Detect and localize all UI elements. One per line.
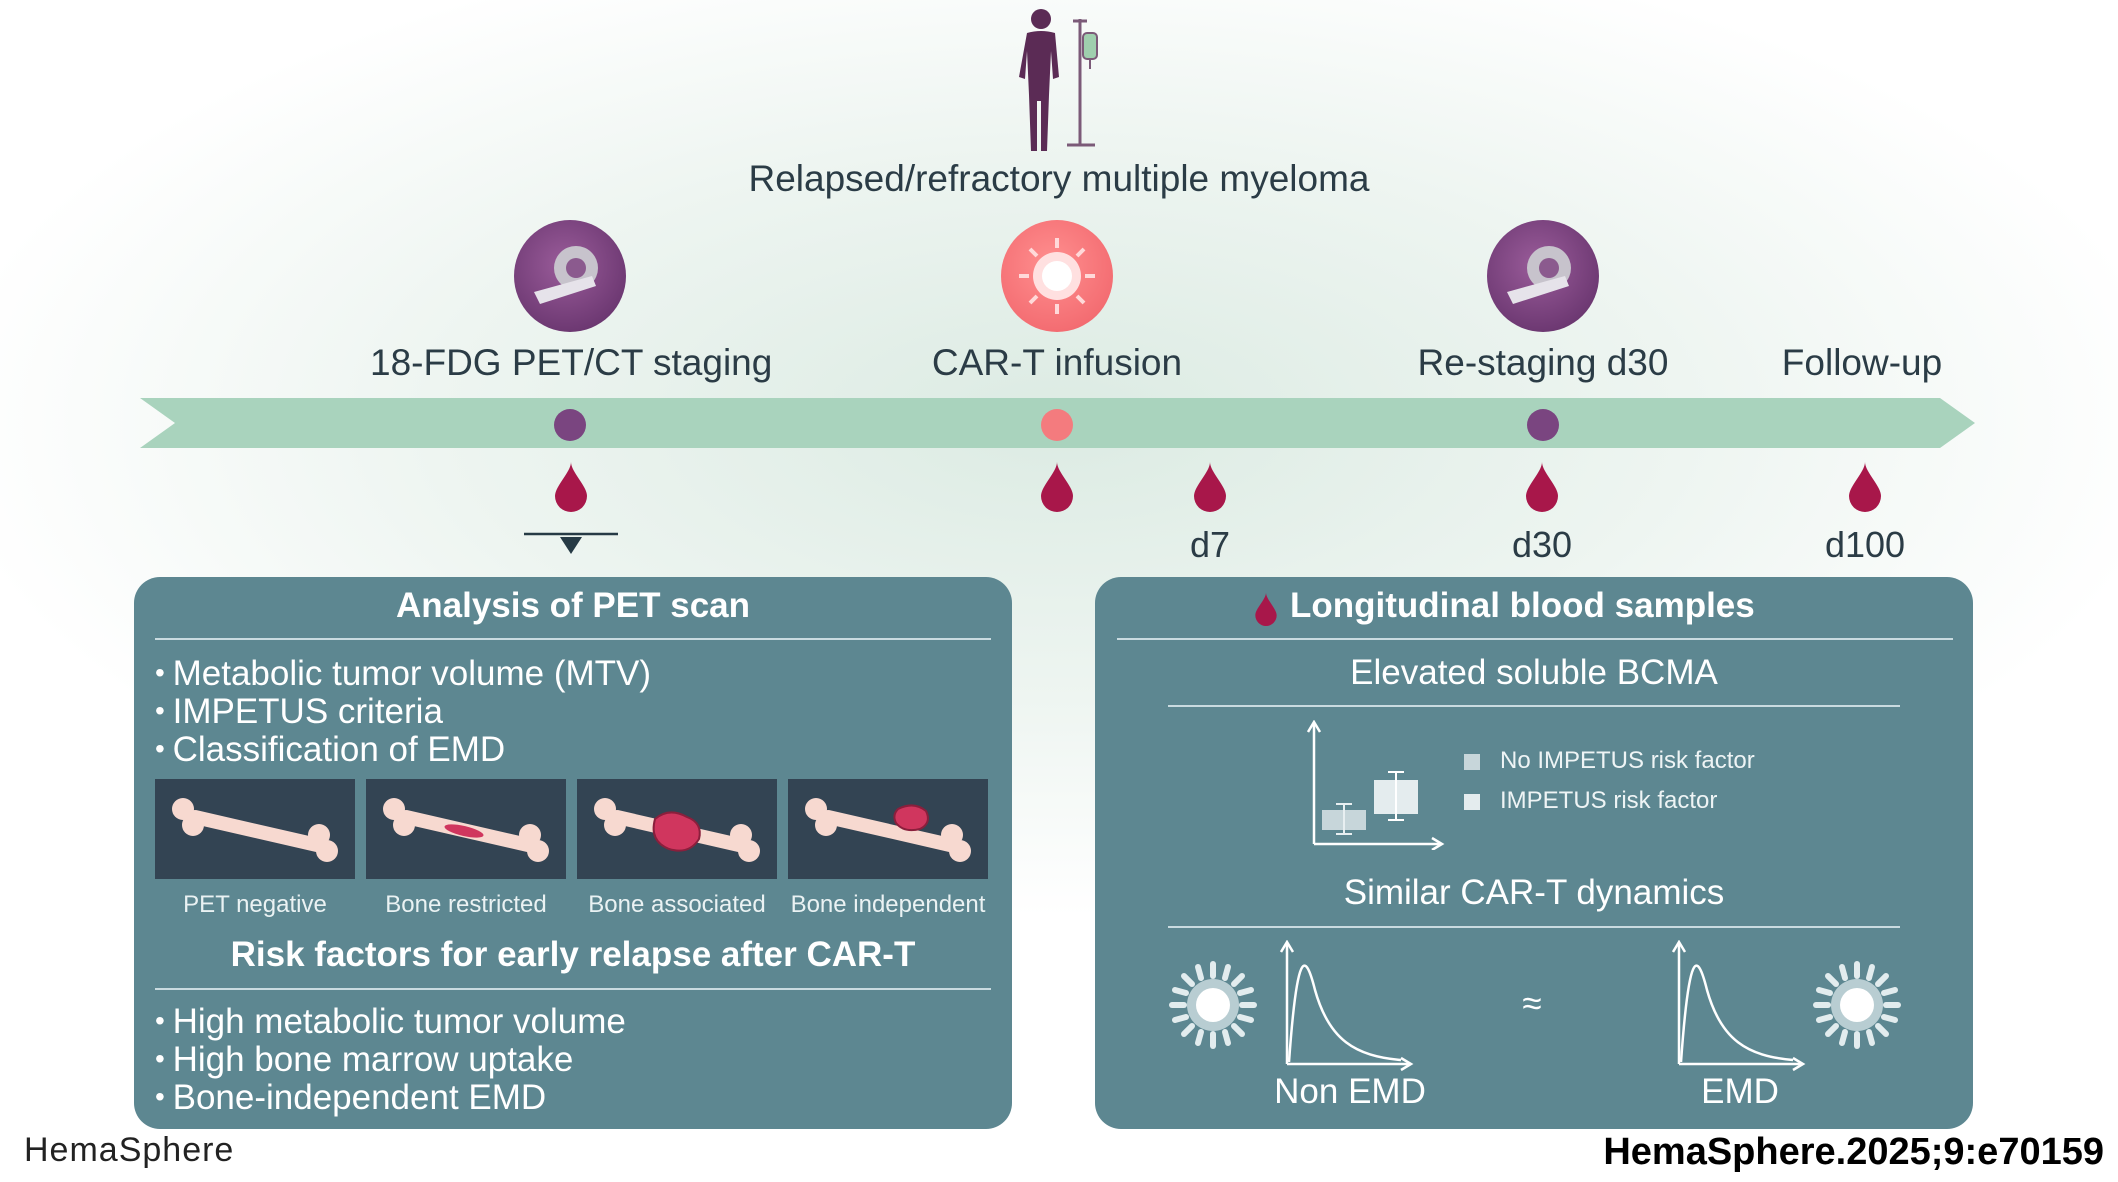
timeline-marker-infusion xyxy=(1041,409,1073,441)
divider xyxy=(1168,705,1900,707)
thumb-bone-associated xyxy=(577,779,777,879)
pet-scanner-icon xyxy=(1487,220,1599,332)
kinetics-curve-non-emd xyxy=(1279,940,1414,1072)
divider xyxy=(155,638,991,640)
divider xyxy=(1117,638,1953,640)
risk-bullet: High bone marrow uptake xyxy=(155,1040,975,1078)
stage-label-follow-up: Follow-up xyxy=(1781,342,1943,383)
legend-swatch-risk xyxy=(1464,794,1480,810)
car-t-cell-icon xyxy=(1169,961,1257,1049)
page-title: Relapsed/refractory multiple myeloma xyxy=(748,158,1370,199)
blood-drop-icon xyxy=(555,462,587,512)
thumb-pet-negative xyxy=(155,779,355,879)
thumb-caption: Bone independent xyxy=(790,891,986,918)
approx-symbol: ≈ xyxy=(1522,984,1542,1023)
bcma-heading: Elevated soluble BCMA xyxy=(1350,653,1718,692)
day-label-d7: d7 xyxy=(1189,524,1231,565)
non-emd-label: Non EMD xyxy=(1274,1072,1426,1111)
risk-bullet: Bone-independent EMD xyxy=(155,1078,975,1116)
day-label-d30: d30 xyxy=(1511,524,1573,565)
timeline-marker-restaging xyxy=(1527,409,1559,441)
thumb-caption: PET negative xyxy=(183,891,327,918)
citation: HemaSphere.2025;9:e70159 xyxy=(1603,1131,2104,1173)
risk-heading: Risk factors for early relapse after CAR… xyxy=(230,935,916,974)
timeline-marker-staging xyxy=(554,409,586,441)
car-t-cell-icon xyxy=(1813,961,1901,1049)
stage-label-infusion: CAR-T infusion xyxy=(931,342,1183,383)
day-label-d100: d100 xyxy=(1824,524,1906,565)
pet-bullet: Classification of EMD xyxy=(155,730,975,768)
emd-label: EMD xyxy=(1701,1072,1779,1111)
thumb-caption: Bone restricted xyxy=(385,891,547,918)
divider xyxy=(155,988,991,990)
blood-panel-heading: Longitudinal blood samples xyxy=(1290,586,1755,625)
dynamics-heading: Similar CAR-T dynamics xyxy=(1343,873,1725,912)
thumb-bone-restricted xyxy=(366,779,566,879)
risk-bullet-list: High metabolic tumor volume High bone ma… xyxy=(155,1002,975,1116)
blood-drop-icon xyxy=(1526,462,1558,512)
stage-label-restaging: Re-staging d30 xyxy=(1417,342,1669,383)
legend-label-no-risk: No IMPETUS risk factor xyxy=(1500,747,1755,774)
pet-scanner-icon xyxy=(514,220,626,332)
pointer-down-icon xyxy=(524,532,618,554)
pet-bullet: IMPETUS criteria xyxy=(155,692,975,730)
pet-bullet-list: Metabolic tumor volume (MTV) IMPETUS cri… xyxy=(155,654,975,768)
stage-label-staging: 18-FDG PET/CT staging xyxy=(370,342,773,383)
bcma-boxplot xyxy=(1306,720,1445,850)
risk-bullet: High metabolic tumor volume xyxy=(155,1002,975,1040)
legend-label-risk: IMPETUS risk factor xyxy=(1500,787,1718,814)
blood-drop-icon xyxy=(1194,462,1226,512)
car-t-cell-icon xyxy=(1001,220,1113,332)
thumb-caption: Bone associated xyxy=(588,891,766,918)
patient-iv-icon xyxy=(1019,9,1098,151)
pet-bullet: Metabolic tumor volume (MTV) xyxy=(155,654,975,692)
divider xyxy=(1168,926,1900,928)
blood-drop-icon xyxy=(1041,462,1073,512)
blood-samples-panel xyxy=(1095,577,1973,1129)
blood-drop-icon xyxy=(1255,592,1277,626)
brand-logo-text: HemaSphere xyxy=(24,1131,235,1169)
kinetics-curve-emd xyxy=(1671,940,1806,1072)
blood-drop-icon xyxy=(1849,462,1881,512)
legend-swatch-no-risk xyxy=(1464,754,1480,770)
thumb-bone-independent xyxy=(788,779,988,879)
pet-panel-heading: Analysis of PET scan xyxy=(395,586,751,625)
